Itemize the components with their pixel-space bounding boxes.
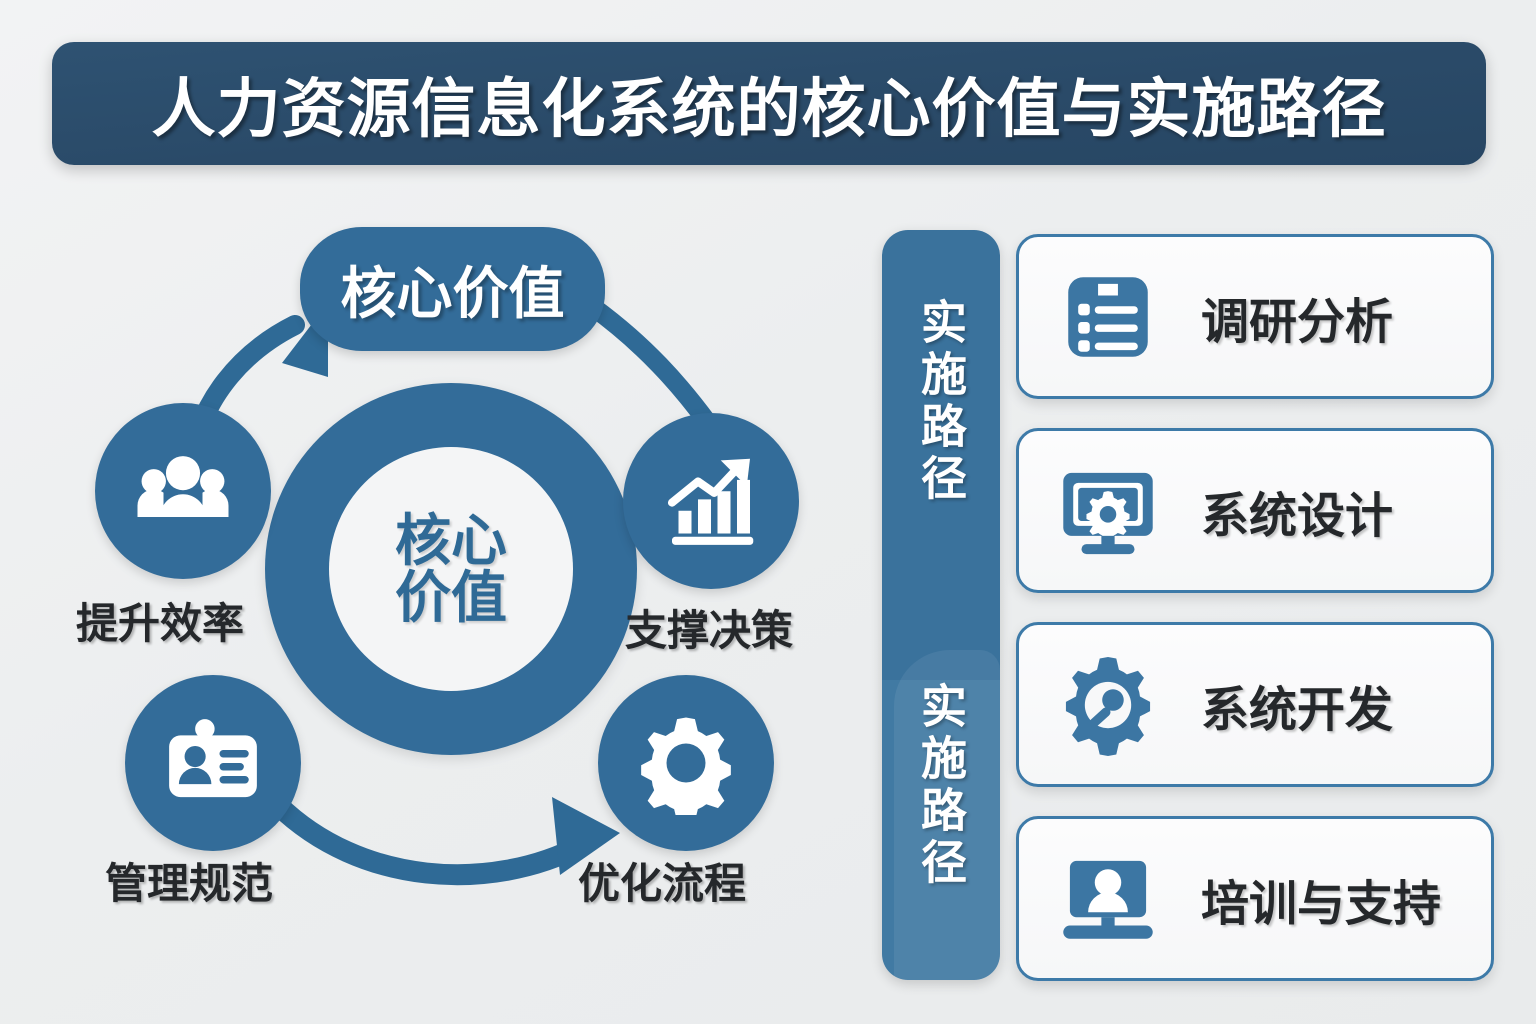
core-value-pill-label: 核心价值 — [340, 261, 565, 325]
node-label-people: 提升效率 — [76, 600, 245, 647]
page-title: 人力资源信息化系统的核心价值与实施路径 — [151, 72, 1387, 145]
core-value-pill: 核心价值 — [300, 227, 605, 351]
core-value-diagram: 核心价值 核心 价值 提升效率 — [60, 185, 870, 985]
gear-icon — [634, 711, 738, 815]
diagram-connectors — [180, 297, 718, 886]
node-circle-badge[interactable] — [125, 675, 301, 851]
curved-line-icon — [583, 297, 718, 433]
path-bar-char-bottom: 实施路径 — [915, 682, 968, 890]
step-card-develop[interactable]: 系统开发 — [1016, 622, 1494, 787]
step-card-survey[interactable]: 调研分析 — [1016, 234, 1494, 399]
implementation-path-panel: 实施路径 实施路径 调研分析 — [882, 230, 1494, 981]
node-label-badge: 管理规范 — [105, 860, 274, 907]
id-badge-icon — [161, 711, 265, 815]
node-label-gear: 优化流程 — [578, 860, 747, 907]
step-card-training[interactable]: 培训与支持 — [1016, 816, 1494, 981]
growth-chart-icon — [659, 449, 763, 553]
center-ring: 核心 价值 — [265, 383, 637, 755]
center-hole: 核心 价值 — [329, 447, 573, 691]
step-card-label: 系统开发 — [1201, 683, 1394, 737]
curved-arrow-right-icon — [267, 794, 620, 886]
path-bar-label-top: 实施路径 — [882, 298, 1000, 506]
node-circle-gear[interactable] — [598, 675, 774, 851]
center-label-line-2: 价值 — [395, 566, 507, 629]
node-circle-chart[interactable] — [623, 413, 799, 589]
center-label-line-1: 核心 — [395, 508, 507, 572]
monitor-gear-icon — [1055, 458, 1161, 564]
node-circle-people[interactable] — [95, 403, 271, 579]
step-card-label: 系统设计 — [1201, 489, 1394, 543]
title-banner: 人力资源信息化系统的核心价值与实施路径 — [52, 42, 1486, 165]
node-label-chart: 支撑决策 — [625, 607, 794, 654]
path-bar-shade — [894, 650, 1000, 980]
step-card-label: 调研分析 — [1201, 295, 1394, 349]
clipboard-list-icon — [1055, 264, 1161, 370]
laptop-person-icon — [1055, 846, 1161, 952]
path-bar-label-bottom: 实施路径 — [882, 682, 1000, 890]
implementation-path-bar: 实施路径 实施路径 — [882, 230, 1000, 980]
step-card-design[interactable]: 系统设计 — [1016, 428, 1494, 593]
step-card-label: 培训与支持 — [1201, 877, 1442, 931]
gear-search-icon — [1055, 652, 1161, 758]
people-group-icon — [131, 439, 235, 543]
path-bar-char-top: 实施路径 — [915, 298, 968, 506]
